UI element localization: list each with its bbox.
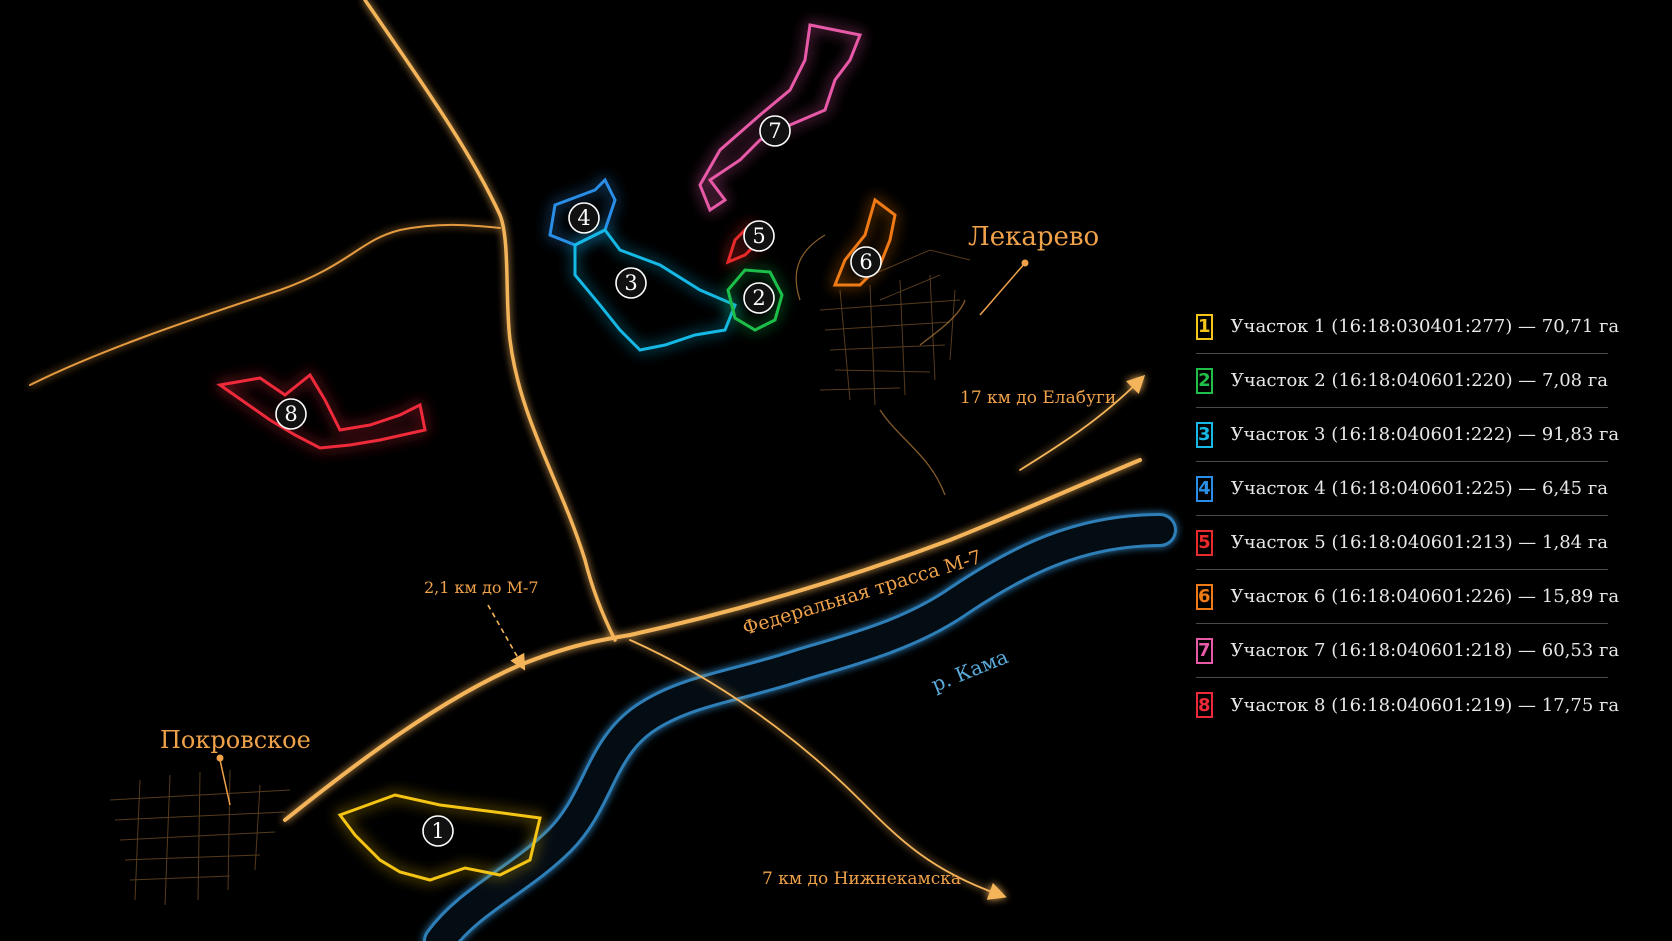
plot-1-shape[interactable] <box>337 793 542 882</box>
plot-3-shape[interactable] <box>573 228 737 352</box>
plot-marker-number-2: 2 <box>752 286 765 310</box>
plot-marker-number-6: 6 <box>859 250 872 274</box>
road-to-elabuga <box>1019 374 1146 471</box>
legend-badge-3: 3 <box>1196 421 1213 448</box>
main-roads <box>29 0 1146 900</box>
label-river: р. Кама <box>928 644 1012 696</box>
plot-8-shape[interactable] <box>216 372 427 450</box>
plot-legend: 1 Участок 1 (16:18:030401:277) — 70,71 га… <box>1196 300 1619 732</box>
plot-marker-circle-3 <box>615 267 647 299</box>
legend-badge-1: 1 <box>1196 313 1213 340</box>
plot-2-shape[interactable] <box>726 268 784 332</box>
legend-badge-2: 2 <box>1196 367 1213 394</box>
pokrovskoe-street-grid <box>109 769 291 906</box>
legend-item-5[interactable]: 5 Участок 5 (16:18:040601:213) — 1,84 га <box>1196 516 1608 570</box>
legend-item-1[interactable]: 1 Участок 1 (16:18:030401:277) — 70,71 га <box>1196 300 1619 354</box>
label-pokrovskoe: Покровское <box>160 726 311 754</box>
village-leaders <box>219 262 1026 806</box>
plot-marker-number-7: 7 <box>768 119 781 143</box>
legend-badge-8: 8 <box>1196 692 1213 718</box>
legend-badge-5: 5 <box>1196 529 1213 556</box>
pokrovskoe-dot <box>216 754 224 762</box>
plot-marker-circle-8 <box>275 398 307 430</box>
legend-label-7: Участок 7 (16:18:040601:218) — 60,53 га <box>1230 640 1620 661</box>
road-to-nizhnekamsk <box>629 639 1007 900</box>
legend-label-5: Участок 5 (16:18:040601:213) — 1,84 га <box>1230 532 1608 553</box>
legend-item-6[interactable]: 6 Участок 6 (16:18:040601:226) — 15,89 га <box>1196 570 1619 624</box>
label-lekarevo: Лекарево <box>968 222 1099 252</box>
plot-marker-circle-7 <box>759 115 791 147</box>
plot-marker-1[interactable]: 1 <box>422 815 454 847</box>
plot-4-shape[interactable] <box>548 177 617 247</box>
plot-6-shape[interactable] <box>832 197 897 287</box>
legend-label-6: Участок 6 (16:18:040601:226) — 15,89 га <box>1230 586 1620 607</box>
legend-item-4[interactable]: 4 Участок 4 (16:18:040601:225) — 6,45 га <box>1196 462 1608 516</box>
legend-badge-7: 7 <box>1196 637 1213 664</box>
lekarevo-street-grid <box>819 249 971 406</box>
plot-marker-circle-1 <box>422 815 454 847</box>
minor-roads <box>795 234 966 496</box>
legend-label-2: Участок 2 (16:18:040601:220) — 7,08 га <box>1230 370 1608 391</box>
plot-marker-5[interactable]: 5 <box>743 220 775 252</box>
plot-marker-circle-2 <box>743 282 775 314</box>
kama-river-inner <box>426 516 1174 941</box>
plot-marker-number-3: 3 <box>624 271 637 295</box>
north-road <box>363 0 617 642</box>
plot-markers: 1 2 3 4 5 6 7 8 <box>275 115 882 847</box>
legend-label-4: Участок 4 (16:18:040601:225) — 6,45 га <box>1230 478 1608 499</box>
legend-item-3[interactable]: 3 Участок 3 (16:18:040601:222) — 91,83 га <box>1196 408 1619 462</box>
lekarevo-dot <box>1021 259 1029 267</box>
label-to-nizhnekamsk: 7 км до Нижнекамска <box>762 869 961 889</box>
legend-label-8: Участок 8 (16:18:040601:219) — 17,75 га <box>1230 694 1620 716</box>
m7-pointer-arrow <box>487 604 526 671</box>
legend-item-2[interactable]: 2 Участок 2 (16:18:040601:220) — 7,08 га <box>1196 354 1608 408</box>
plot-marker-2[interactable]: 2 <box>743 282 775 314</box>
plot-marker-circle-6 <box>850 246 882 278</box>
m7-highway <box>283 458 1142 822</box>
legend-label-3: Участок 3 (16:18:040601:222) — 91,83 га <box>1230 424 1620 445</box>
legend-item-7[interactable]: 7 Участок 7 (16:18:040601:218) — 60,53 га <box>1196 624 1619 678</box>
plot-marker-3[interactable]: 3 <box>615 267 647 299</box>
label-to-m7: 2,1 км до М-7 <box>424 578 539 597</box>
legend-badge-4: 4 <box>1196 475 1213 502</box>
plot-marker-circle-4 <box>568 202 600 234</box>
plot-7-shape[interactable] <box>698 23 863 213</box>
plot-marker-6[interactable]: 6 <box>850 246 882 278</box>
plot-marker-4[interactable]: 4 <box>568 202 600 234</box>
legend-item-8[interactable]: 8 Участок 8 (16:18:040601:219) — 17,75 га <box>1196 678 1619 732</box>
plot-marker-number-1: 1 <box>431 819 444 843</box>
legend-label-1: Участок 1 (16:18:030401:277) — 70,71 га <box>1230 316 1620 337</box>
plot-marker-number-4: 4 <box>577 206 590 230</box>
legend-badge-6: 6 <box>1196 583 1213 610</box>
label-to-elabuga: 17 км до Елабуги <box>960 388 1116 408</box>
west-road <box>29 223 501 386</box>
plot-marker-7[interactable]: 7 <box>759 115 791 147</box>
plot-marker-8[interactable]: 8 <box>275 398 307 430</box>
plot-marker-circle-5 <box>743 220 775 252</box>
plot-marker-number-5: 5 <box>752 224 765 248</box>
plot-marker-number-8: 8 <box>284 402 297 426</box>
